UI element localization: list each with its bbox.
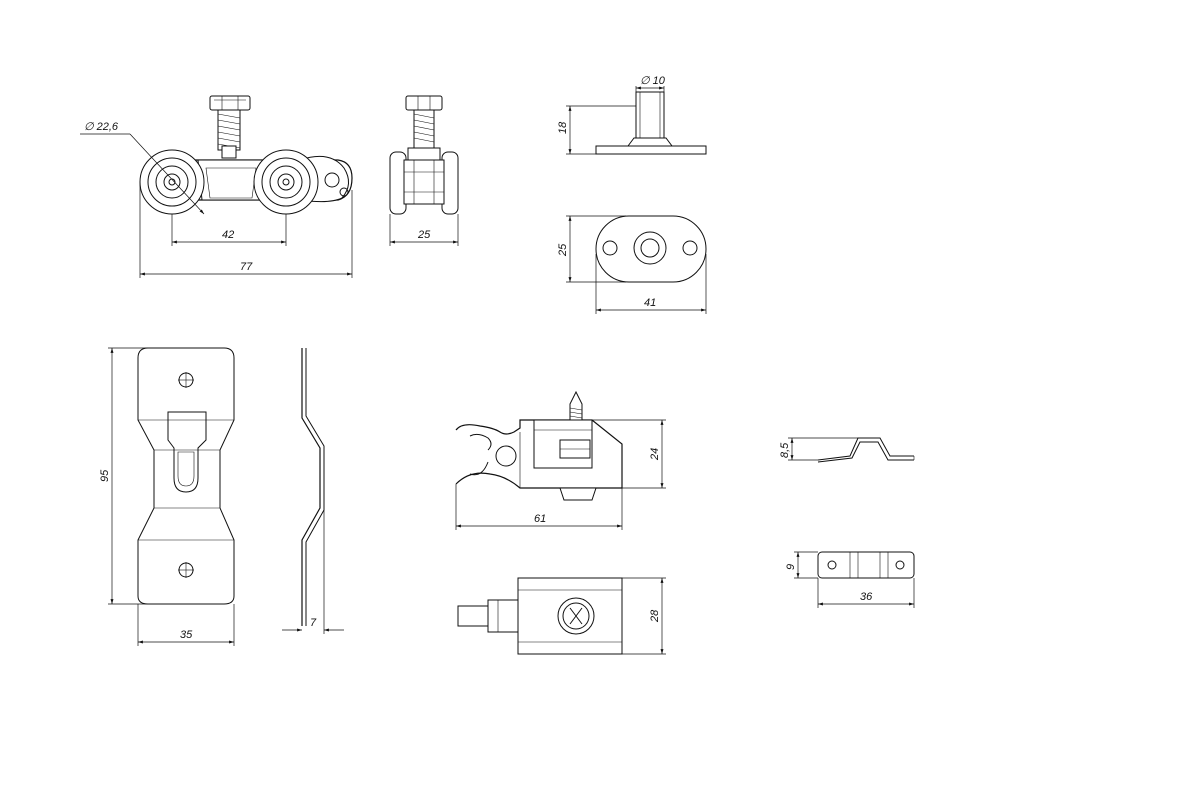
dim-clamp-length: 61 (534, 513, 546, 525)
dim-stop-width: 9 (785, 564, 797, 570)
dim-bracket-width: 35 (180, 629, 193, 641)
dim-pin-diameter: ∅ 10 (640, 75, 666, 87)
guide-bracket-side-view (282, 348, 344, 634)
dim-plate-height: 18 (557, 121, 569, 134)
roller-carriage-side-view (389, 95, 459, 246)
dim-plate-width: 25 (557, 243, 569, 257)
dim-clamp-height: 24 (649, 448, 661, 461)
dim-clamp-width: 28 (649, 609, 661, 623)
stop-plate-top-view (794, 551, 915, 608)
guide-bracket-front-view (108, 347, 235, 646)
clamp-side-view (455, 390, 666, 530)
stop-plate-side-view (788, 437, 915, 463)
dim-bracket-height: 95 (99, 469, 111, 482)
dim-wheel-spacing: 42 (222, 229, 234, 241)
dim-carriage-width: 25 (417, 229, 431, 241)
clamp-top-view (457, 577, 666, 655)
dim-bracket-depth: 7 (310, 617, 317, 629)
dim-wheel-diameter: ∅ 22,6 (84, 121, 119, 133)
dim-stop-length: 36 (860, 591, 873, 603)
dim-plate-length: 41 (644, 297, 656, 309)
mounting-plate-side-view (566, 86, 707, 155)
dim-stop-height: 8,5 (779, 442, 791, 458)
roller-carriage-front-view (80, 95, 353, 278)
mounting-plate-top-view (566, 215, 707, 314)
dim-carriage-length: 77 (240, 261, 253, 273)
